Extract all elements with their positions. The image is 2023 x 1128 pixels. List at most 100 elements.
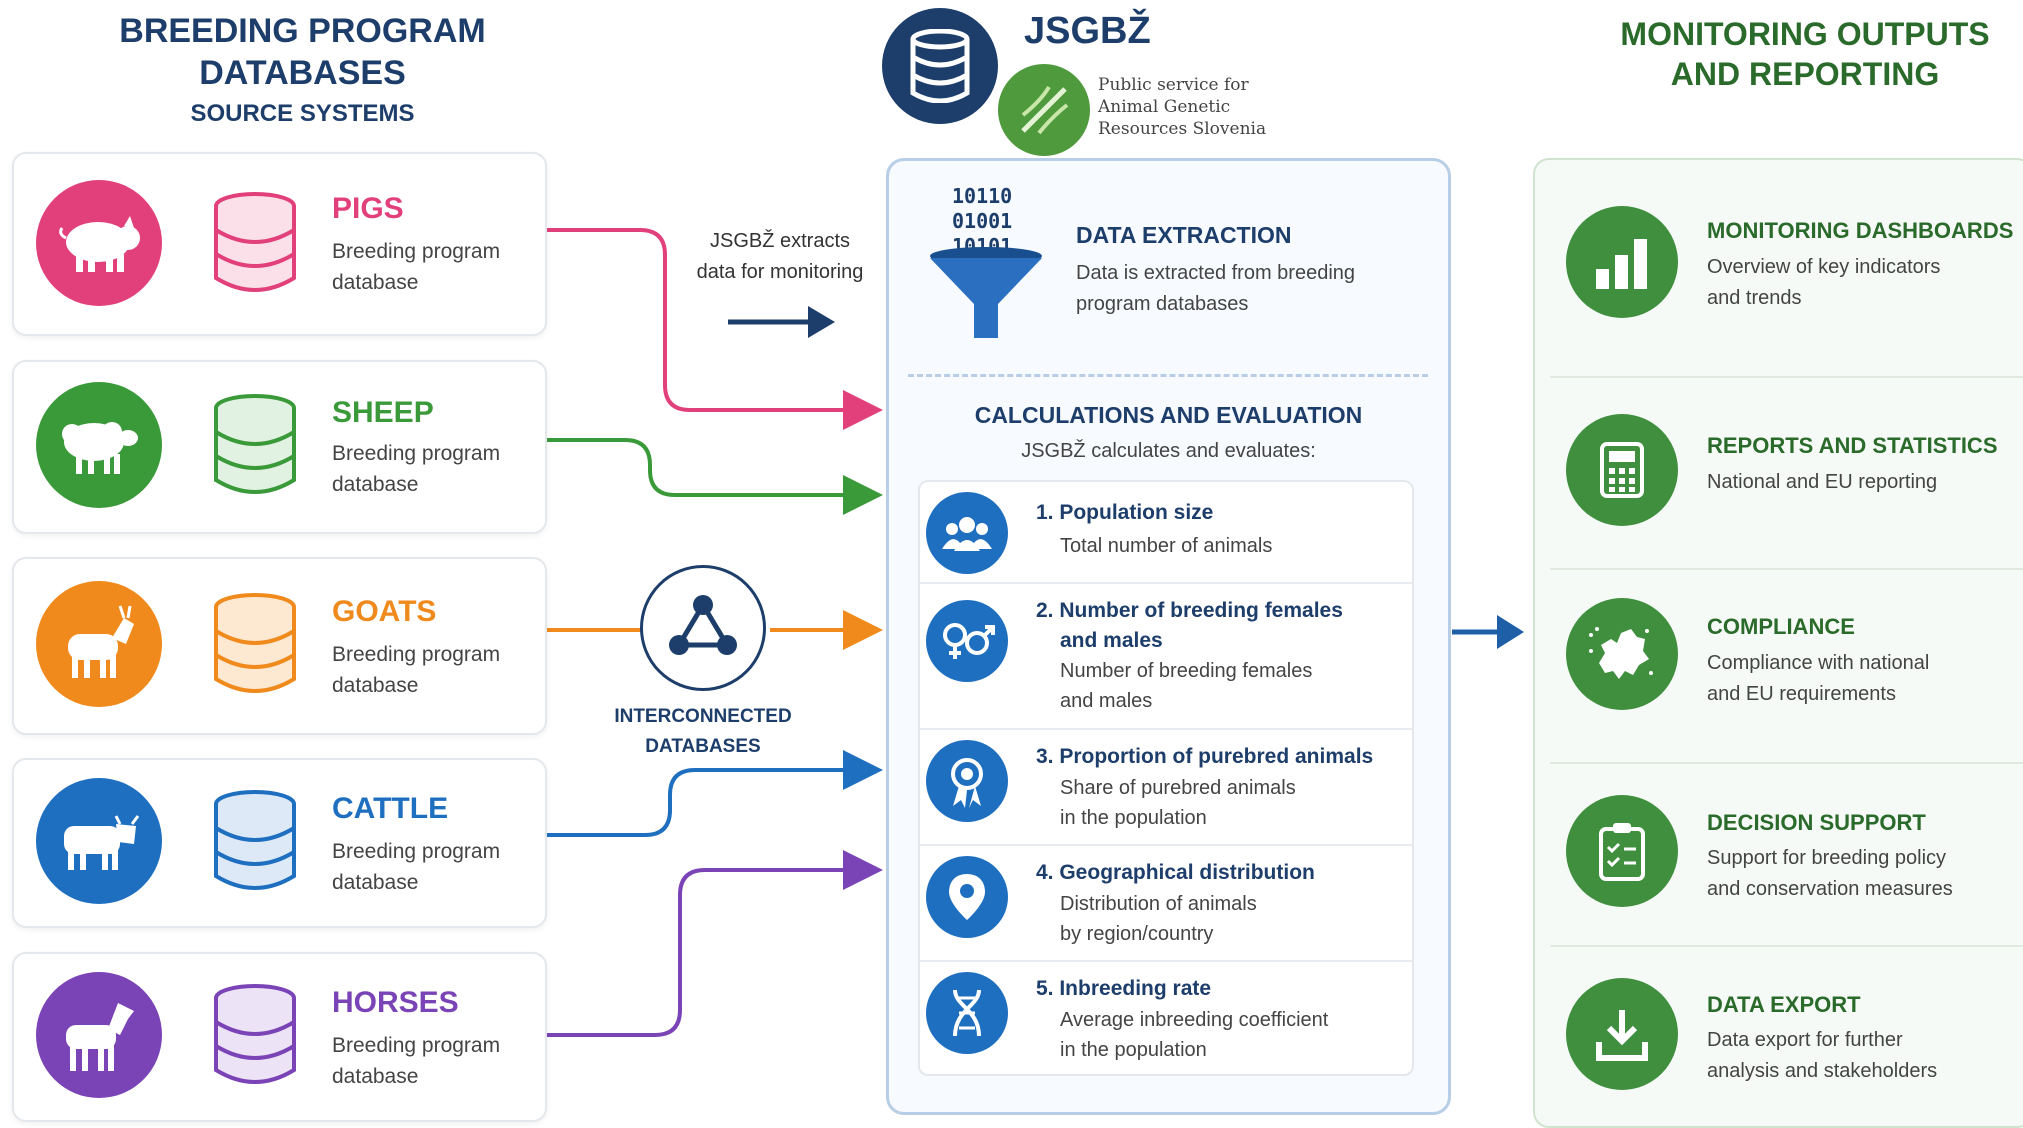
output-title: MONITORING DASHBOARDS xyxy=(1707,218,2014,243)
database-icon xyxy=(214,790,296,890)
output-desc: Data export for further analysis and sta… xyxy=(1707,1025,2007,1087)
metric-desc: Number of breeding females and males xyxy=(1060,656,1420,716)
metric-title: 5. Inbreeding rate xyxy=(1036,977,1212,1000)
extract-note-line1: JSGBŽ extracts xyxy=(709,230,851,252)
metric-row xyxy=(920,482,1412,584)
output-title: COMPLIANCE xyxy=(1707,614,1855,639)
source-name: CATTLE xyxy=(332,792,449,825)
output-title: DECISION SUPPORT xyxy=(1707,810,1926,835)
network-icon xyxy=(640,565,766,691)
calc-subtitle: JSGBŽ calculates and evaluates: xyxy=(1021,440,1316,462)
download-icon xyxy=(1566,978,1678,1090)
output-desc: Compliance with national and EU requirem… xyxy=(1707,648,2007,710)
metric-title: 4. Geographical distribution xyxy=(1036,861,1315,884)
metric-desc-line2: in the population xyxy=(1060,1039,1207,1061)
calc-title: CALCULATIONS AND EVALUATION xyxy=(974,402,1363,428)
metric-title-line2: and males xyxy=(1060,629,1163,652)
source-desc: Breeding program database xyxy=(332,639,572,701)
cow-icon xyxy=(36,778,162,904)
database-icon xyxy=(214,593,296,693)
source-desc-line1: Breeding program xyxy=(332,240,501,263)
output-desc-line1: Support for breeding policy xyxy=(1707,847,1947,869)
calculator-icon xyxy=(1566,414,1678,526)
output-desc-line2: and conservation measures xyxy=(1707,878,1953,900)
source-card-pigs: PIGS Breeding program database xyxy=(12,152,547,336)
interconnected-line1: INTERCONNECTED xyxy=(614,706,792,727)
source-desc: Breeding program database xyxy=(332,836,572,898)
output-divider xyxy=(1550,376,2023,378)
org-name: Public service for Animal Genetic Resour… xyxy=(1098,74,1266,140)
metric-desc: Distribution of animals by region/countr… xyxy=(1060,889,1420,949)
extraction-desc: Data is extracted from breeding program … xyxy=(1076,258,1355,320)
extract-note: JSGBŽ extracts data for monitoring xyxy=(680,226,880,288)
location-pin-icon xyxy=(926,856,1008,938)
left-subtitle: SOURCE SYSTEMS xyxy=(190,100,415,127)
extraction-title: DATA EXTRACTION xyxy=(1076,222,1292,248)
source-card-cattle: CATTLE Breeding program database xyxy=(12,758,547,928)
metric-row xyxy=(920,584,1412,730)
database-icon xyxy=(214,192,296,292)
clipboard-check-icon xyxy=(1566,795,1678,907)
source-desc-line2: database xyxy=(332,1065,419,1088)
horse-icon xyxy=(36,972,162,1098)
source-desc-line1: Breeding program xyxy=(332,840,501,863)
metric-row xyxy=(920,846,1412,962)
output-desc-line1: National and EU reporting xyxy=(1707,471,1938,493)
right-title: MONITORING OUTPUTS AND REPORTING xyxy=(1560,14,2023,94)
output-divider xyxy=(1550,568,2023,570)
source-desc-line2: database xyxy=(332,271,419,294)
output-desc-line1: Data export for further xyxy=(1707,1029,1903,1051)
metric-title-line1: 2. Number of breeding females xyxy=(1036,599,1343,622)
interconnected-label: INTERCONNECTED DATABASES xyxy=(600,702,806,762)
source-desc: Breeding program database xyxy=(332,1030,572,1092)
source-name: HORSES xyxy=(332,986,459,1019)
europe-map-icon xyxy=(1566,598,1678,710)
metric-desc-line1: Share of purebred animals xyxy=(1060,777,1296,799)
sheep-icon xyxy=(36,382,162,508)
sheep-connector xyxy=(545,438,883,515)
output-desc-line2: and EU requirements xyxy=(1707,683,1896,705)
source-name: SHEEP xyxy=(332,396,434,429)
source-name: GOATS xyxy=(332,595,437,628)
right-title-line1: MONITORING OUTPUTS xyxy=(1620,16,1990,52)
org-name-line3: Resources Slovenia xyxy=(1098,119,1267,139)
dna-logo xyxy=(998,64,1090,156)
metric-desc-line2: in the population xyxy=(1060,807,1207,829)
funnel-icon xyxy=(930,247,1042,338)
bar-chart-icon xyxy=(1566,206,1678,318)
pigs-connector xyxy=(545,228,883,430)
binary-line: 01001 xyxy=(952,209,1013,233)
output-desc-line1: Compliance with national xyxy=(1707,652,1930,674)
metric-desc: Average inbreeding coefficient in the po… xyxy=(1060,1005,1420,1065)
cattle-connector xyxy=(545,750,883,837)
horses-connector xyxy=(545,850,883,1037)
extraction-desc-line2: program databases xyxy=(1076,293,1249,315)
source-desc-line2: database xyxy=(332,871,419,894)
source-desc-line2: database xyxy=(332,473,419,496)
source-desc-line1: Breeding program xyxy=(332,1034,501,1057)
source-name: PIGS xyxy=(332,192,404,225)
left-title-line1: BREEDING PROGRAM xyxy=(119,12,486,50)
source-card-goats: GOATS Breeding program database xyxy=(12,557,547,735)
output-divider xyxy=(1550,945,2023,947)
database-icon xyxy=(214,984,296,1084)
output-title: REPORTS AND STATISTICS xyxy=(1707,433,1998,458)
people-icon xyxy=(926,492,1008,574)
source-desc-line1: Breeding program xyxy=(332,643,501,666)
metric-desc: Share of purebred animals in the populat… xyxy=(1060,773,1420,833)
output-divider xyxy=(1550,762,2023,764)
binary-line: 10110 xyxy=(952,184,1013,208)
metric-desc-line1: Distribution of animals xyxy=(1060,893,1257,915)
right-title-line2: AND REPORTING xyxy=(1670,56,1940,92)
output-title: DATA EXPORT xyxy=(1707,992,1861,1017)
source-card-horses: HORSES Breeding program database xyxy=(12,952,547,1122)
source-desc-line2: database xyxy=(332,674,419,697)
metric-desc-line2: and males xyxy=(1060,690,1153,712)
output-desc-line2: analysis and stakeholders xyxy=(1707,1060,1938,1082)
left-title: BREEDING PROGRAM DATABASES xyxy=(60,10,545,94)
brand-database-icon xyxy=(882,8,998,124)
left-title-line2: DATABASES xyxy=(199,54,406,92)
pig-icon xyxy=(36,180,162,306)
interconnected-line2: DATABASES xyxy=(645,736,761,757)
